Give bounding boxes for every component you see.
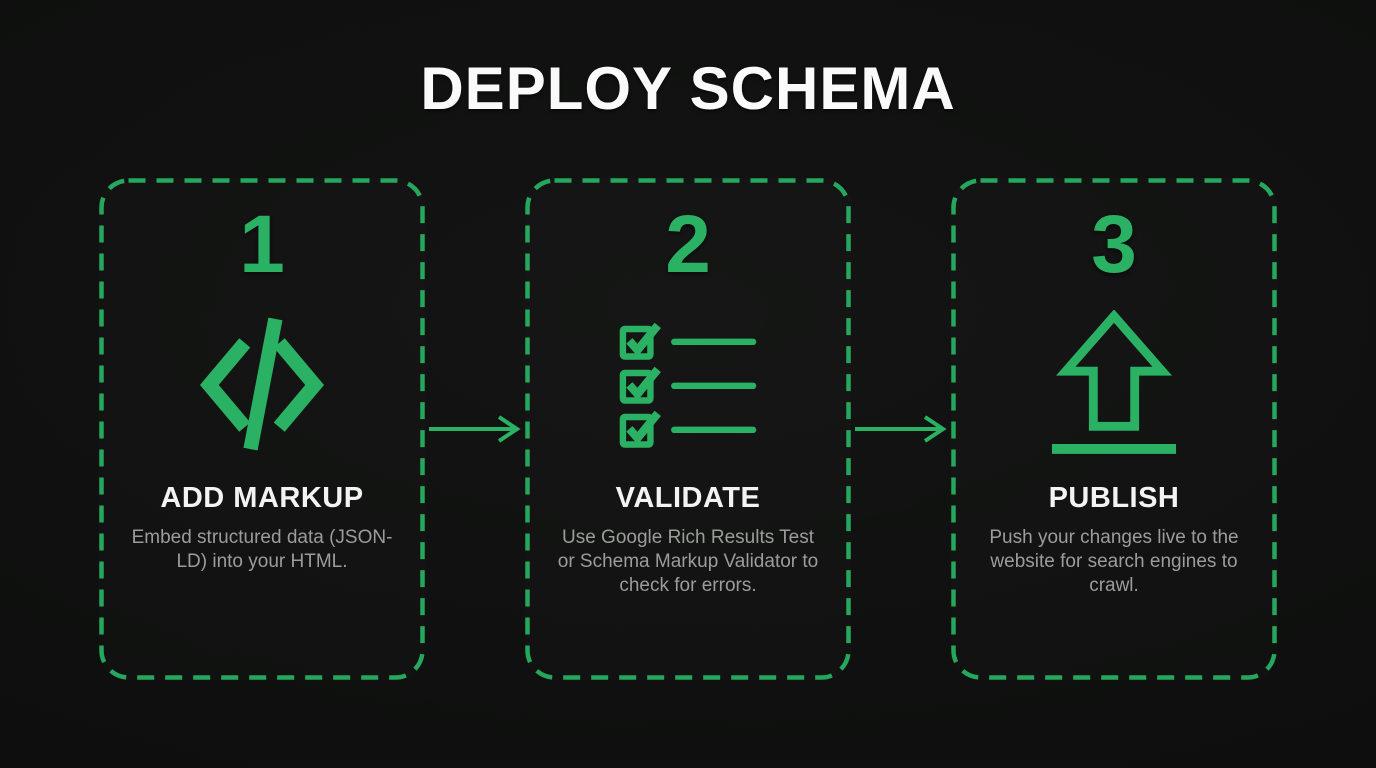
step-card-validate: 2 VALIDATE Use Google Ri — [525, 178, 851, 680]
step-description: Push your changes live to the website fo… — [989, 527, 1239, 596]
step-title: ADD MARKUP — [160, 482, 364, 514]
process-flow: 1 ADD MARKUP Embed structured data (JSON… — [0, 178, 1376, 680]
step-number: 1 — [239, 199, 285, 290]
arrow-right-icon — [425, 413, 525, 445]
checklist-icon — [619, 308, 757, 460]
step-title: PUBLISH — [1048, 482, 1180, 514]
step-number: 2 — [665, 199, 711, 290]
step-card-add-markup: 1 ADD MARKUP Embed structured data (JSON… — [99, 178, 425, 680]
arrow-right-icon — [851, 413, 951, 445]
step-description: Use Google Rich Results Test or Schema M… — [557, 527, 819, 596]
page-title: DEPLOY SCHEMA — [420, 55, 956, 122]
deploy-schema-infographic: DEPLOY SCHEMA 1 ADD MARKUP Embed structu… — [0, 56, 1376, 768]
step-description: Embed structured data (JSON-LD) into you… — [131, 527, 393, 572]
code-icon — [195, 308, 329, 460]
step-number: 3 — [1091, 199, 1137, 290]
step-title: VALIDATE — [615, 482, 761, 514]
upload-icon — [1050, 308, 1178, 460]
step-card-publish: 3 PUBLISH Push your changes live to the … — [951, 178, 1277, 680]
